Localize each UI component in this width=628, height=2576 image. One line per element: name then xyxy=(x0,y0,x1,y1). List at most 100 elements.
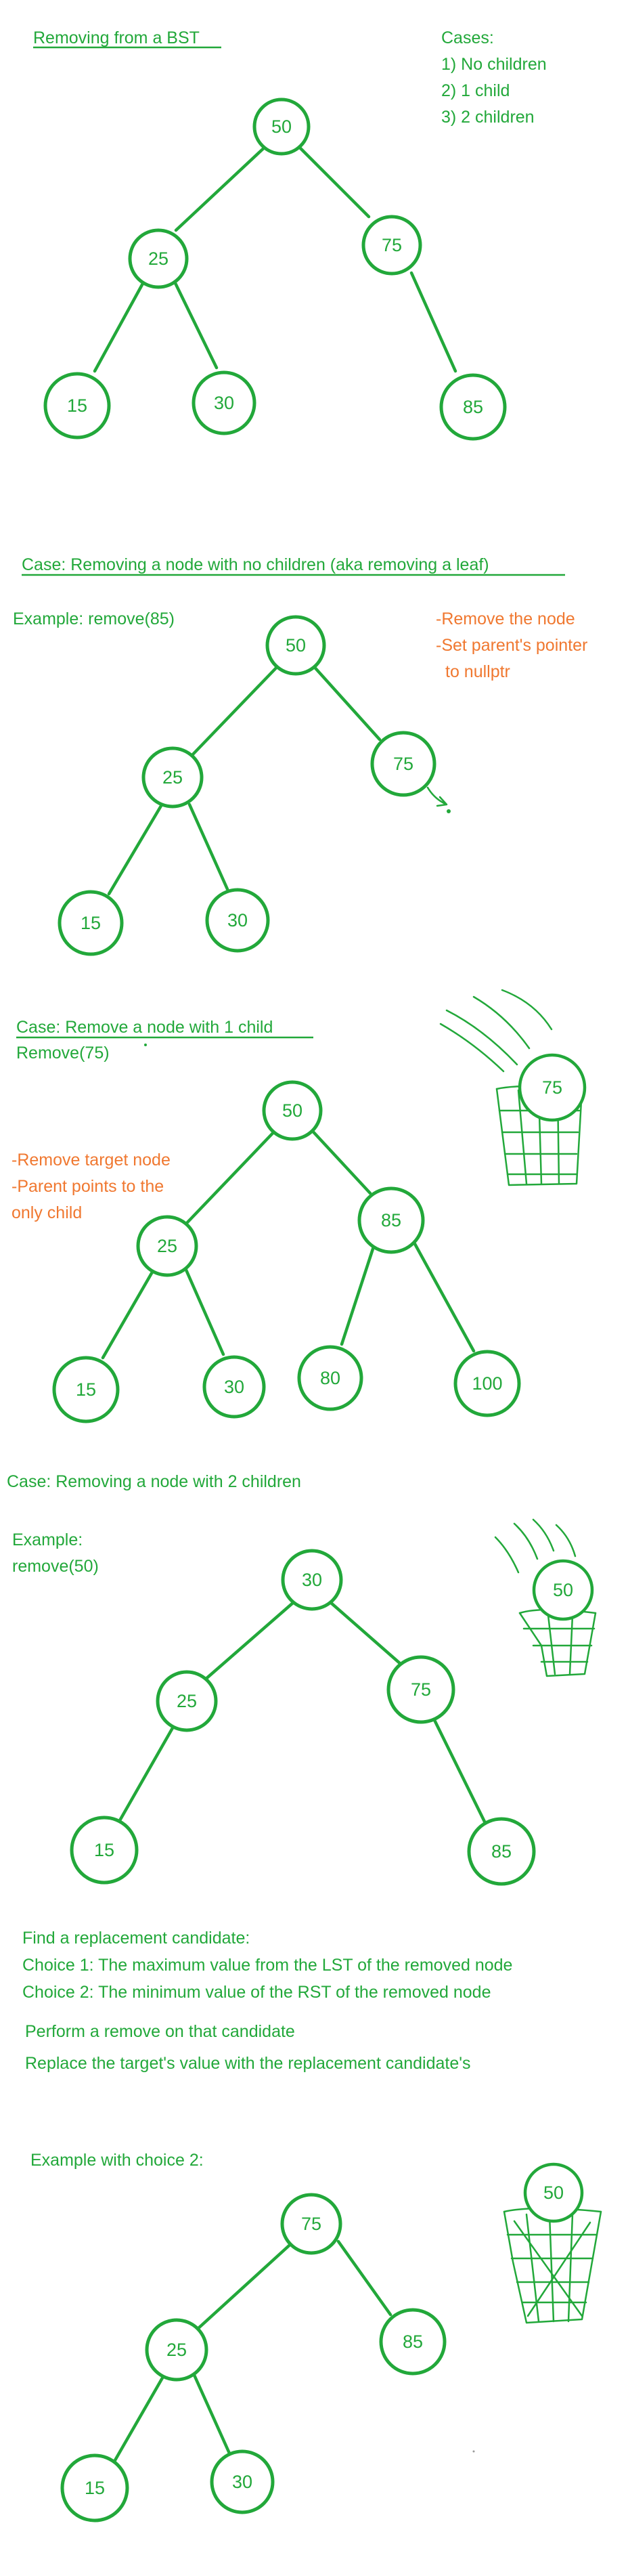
svg-text:50: 50 xyxy=(282,1100,302,1121)
tree-node: 25 xyxy=(156,1670,218,1732)
tree-node: 25 xyxy=(128,228,189,289)
tree-node: 25 xyxy=(136,1215,198,1277)
note-line-1: -Remove the node xyxy=(436,609,575,628)
tree-node: 30 xyxy=(210,2449,275,2514)
tree-node: 30 xyxy=(205,888,270,953)
svg-text:25: 25 xyxy=(162,767,183,788)
tree-node: 15 xyxy=(58,890,124,956)
svg-text:25: 25 xyxy=(177,1691,197,1711)
svg-text:75: 75 xyxy=(382,235,402,255)
section-5-title: Example with choice 2: xyxy=(30,2151,204,2170)
example-label: Example: xyxy=(12,1530,83,1549)
tree-2-edges xyxy=(107,660,382,896)
note-line-2: -Set parent's pointer xyxy=(436,636,587,655)
section-3-title: Case: Remove a node with 1 child xyxy=(16,1018,273,1037)
example-call: remove(50) xyxy=(12,1557,99,1576)
svg-text:85: 85 xyxy=(491,1841,512,1862)
svg-text:75: 75 xyxy=(411,1679,431,1700)
tree-node: 15 xyxy=(60,2453,129,2523)
tree-node: 30 xyxy=(192,370,256,435)
trash-basket-icon: 50 xyxy=(494,1518,597,1677)
removal-arrow-icon xyxy=(426,786,448,807)
trash-basket-icon: 75 xyxy=(439,989,587,1186)
svg-text:30: 30 xyxy=(224,1377,244,1397)
instruction-line: Replace the target's value with the repl… xyxy=(25,2054,471,2073)
svg-text:25: 25 xyxy=(148,249,169,269)
svg-text:15: 15 xyxy=(76,1379,96,1400)
case-item-3: 3) 2 children xyxy=(441,108,535,127)
instruction-line: Choice 2: The minimum value of the RST o… xyxy=(22,1983,491,2002)
instruction-line: Find a replacement candidate: xyxy=(22,1929,250,1948)
svg-text:50: 50 xyxy=(286,635,306,656)
note-line-3: only child xyxy=(12,1203,82,1222)
svg-text:50: 50 xyxy=(271,116,292,137)
svg-text:30: 30 xyxy=(302,1570,322,1590)
note-line-3: to nullptr xyxy=(445,662,510,681)
svg-text:15: 15 xyxy=(81,913,101,933)
stray-dot-icon xyxy=(472,2450,475,2453)
section-4-title: Case: Removing a node with 2 children xyxy=(7,1472,301,1491)
tree-node: 85 xyxy=(357,1186,425,1254)
svg-text:15: 15 xyxy=(85,2478,105,2498)
example-label: Remove(75) xyxy=(16,1044,110,1062)
svg-text:30: 30 xyxy=(214,393,234,413)
tree-node: 30 xyxy=(281,1549,343,1611)
case-item-2: 2) 1 child xyxy=(441,81,510,100)
svg-text:75: 75 xyxy=(301,2214,321,2234)
tree-node: 15 xyxy=(52,1356,120,1423)
svg-text:25: 25 xyxy=(166,2340,187,2360)
tree-node: 25 xyxy=(141,746,204,809)
svg-text:30: 30 xyxy=(227,910,248,930)
removed-leaf-dot-icon xyxy=(447,809,451,813)
svg-text:85: 85 xyxy=(381,1210,401,1230)
removed-node-label: 50 xyxy=(543,2183,564,2203)
example-label: Example: remove(85) xyxy=(13,609,175,628)
instruction-line: Choice 1: The maximum value from the LST… xyxy=(22,1956,512,1975)
tree-node: 85 xyxy=(379,2308,447,2376)
svg-text:85: 85 xyxy=(463,397,483,417)
section-1-title: Removing from a BST xyxy=(33,28,200,47)
tree-node: 50 xyxy=(252,98,311,156)
trash-basket-icon: 50 xyxy=(503,2162,602,2324)
svg-text:80: 80 xyxy=(320,1368,340,1388)
tree-node: 50 xyxy=(262,1080,323,1141)
note-line-2: -Parent points to the xyxy=(12,1177,164,1196)
section-1-intro: Removing from a BST Cases: 1) No childre… xyxy=(33,28,547,441)
section-5-choice-2-example: Example with choice 2: 75 25 85 15 30 50 xyxy=(30,2151,602,2523)
svg-text:100: 100 xyxy=(472,1373,502,1394)
tree-4-edges xyxy=(117,1600,487,1824)
tree-node: 100 xyxy=(453,1350,521,1417)
section-4-two-children: Case: Removing a node with 2 children Ex… xyxy=(7,1472,597,2073)
tree-node: 15 xyxy=(70,1816,139,1885)
svg-text:30: 30 xyxy=(232,2472,252,2492)
tree-node: 75 xyxy=(280,2193,342,2255)
svg-text:25: 25 xyxy=(157,1236,177,1256)
svg-text:15: 15 xyxy=(67,395,87,416)
tree-3-edges xyxy=(101,1125,476,1360)
tree-node: 80 xyxy=(297,1345,363,1411)
removed-node-label: 50 xyxy=(553,1580,573,1600)
svg-text:75: 75 xyxy=(393,754,413,774)
tree-node: 50 xyxy=(265,615,326,676)
tree-node: 75 xyxy=(361,215,422,276)
removed-node-label: 75 xyxy=(542,1077,562,1098)
note-line-1: -Remove target node xyxy=(12,1151,171,1169)
cases-heading: Cases: xyxy=(441,28,494,47)
stray-dot-icon xyxy=(144,1044,147,1046)
case-item-1: 1) No children xyxy=(441,55,547,74)
instruction-line: Perform a remove on that candidate xyxy=(25,2022,295,2041)
tree-node: 75 xyxy=(370,731,436,797)
section-2-no-children: Case: Removing a node with no children (… xyxy=(13,555,587,956)
tree-node: 75 xyxy=(386,1655,455,1724)
tree-node: 15 xyxy=(43,372,111,439)
tree-node: 30 xyxy=(202,1355,266,1419)
tree-node: 25 xyxy=(145,2318,208,2382)
svg-text:85: 85 xyxy=(403,2332,423,2352)
svg-text:15: 15 xyxy=(94,1840,114,1860)
tree-node: 85 xyxy=(439,373,507,441)
tree-1-edges xyxy=(93,140,457,373)
tree-node: 85 xyxy=(467,1817,536,1886)
tree-5-edges xyxy=(110,2238,392,2467)
